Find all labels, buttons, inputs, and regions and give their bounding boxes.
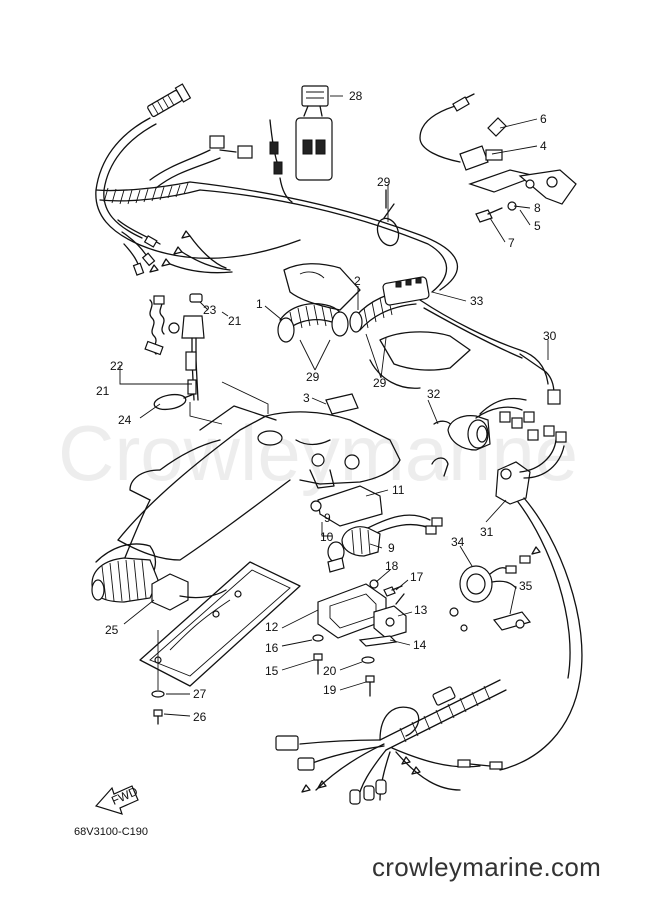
callout-27: 27 xyxy=(193,687,207,701)
part-3-pad xyxy=(325,393,359,415)
callout-17: 17 xyxy=(410,570,424,584)
part-16-washer xyxy=(312,634,324,642)
callout-26: 26 xyxy=(193,710,207,724)
callout-8: 8 xyxy=(534,201,541,215)
clip xyxy=(431,457,449,477)
part-14-plate xyxy=(358,635,398,647)
callout-25: 25 xyxy=(105,623,119,637)
part-13-bracket xyxy=(373,593,407,639)
callout-12: 12 xyxy=(265,620,279,634)
callout-19: 19 xyxy=(323,683,337,697)
callout-29: 29 xyxy=(306,370,320,384)
part-19-bolt xyxy=(365,675,375,697)
callout-35: 35 xyxy=(519,579,533,593)
part-35-bracket xyxy=(492,611,532,631)
main-harness xyxy=(95,83,458,293)
lower-harness xyxy=(275,679,507,805)
bracket-plate xyxy=(283,263,361,311)
callout-13: 13 xyxy=(414,603,428,617)
watermark-text: Crowleymarine xyxy=(58,409,578,497)
site-watermark[interactable]: crowleymarine.com xyxy=(372,852,602,882)
tray-plate xyxy=(139,561,301,687)
callout-33: 33 xyxy=(470,294,484,308)
callout-29: 29 xyxy=(377,175,391,189)
part-32-switch xyxy=(433,397,535,451)
callout-20: 20 xyxy=(323,664,337,678)
part-31-switch xyxy=(495,425,583,771)
part-9-10-key-switch xyxy=(327,514,443,573)
callout-24: 24 xyxy=(118,413,132,427)
part-30-connector xyxy=(547,389,561,405)
callout-34: 34 xyxy=(451,535,465,549)
callout-11: 11 xyxy=(392,483,405,497)
part-20-washer xyxy=(361,656,375,664)
connector-small xyxy=(209,135,225,149)
callout-22: 22 xyxy=(110,359,124,373)
connector-small xyxy=(237,145,253,159)
callout-10: 10 xyxy=(320,530,334,544)
part-4-6-sensor xyxy=(419,93,577,223)
callout-9: 9 xyxy=(388,541,395,555)
connector-large xyxy=(275,735,299,751)
callout-21: 21 xyxy=(228,314,242,328)
callout-9: 9 xyxy=(324,511,331,525)
callout-31: 31 xyxy=(480,525,494,539)
part-28-connector xyxy=(269,85,333,203)
callout-4: 4 xyxy=(540,139,547,153)
part-21-23-sensor xyxy=(144,293,205,401)
connector-medium xyxy=(297,757,315,771)
callout-30: 30 xyxy=(543,329,557,343)
part-34-buzzer xyxy=(449,546,541,632)
callout-1: 1 xyxy=(256,297,263,311)
callout-7: 7 xyxy=(508,236,515,250)
callout-16: 16 xyxy=(265,641,279,655)
leader-lines xyxy=(119,95,549,717)
callout-5: 5 xyxy=(534,219,541,233)
part-26-bolt xyxy=(153,709,163,725)
steering-housing xyxy=(91,381,401,603)
callout-21: 21 xyxy=(96,384,110,398)
callout-32: 32 xyxy=(427,387,441,401)
callout-29: 29 xyxy=(373,376,387,390)
callout-18: 18 xyxy=(385,559,399,573)
callout-labels: 28 6 4 29 8 5 7 2 33 1 23 21 30 22 29 29… xyxy=(96,89,557,724)
callout-3: 3 xyxy=(303,391,310,405)
callout-23: 23 xyxy=(203,303,217,317)
callout-2: 2 xyxy=(354,274,361,288)
callout-28: 28 xyxy=(349,89,363,103)
part-24-cable-tie xyxy=(153,393,195,411)
callout-6: 6 xyxy=(540,112,547,126)
part-25-switch xyxy=(151,573,227,611)
part-29-clamp xyxy=(376,189,400,247)
part-2-33-switch xyxy=(349,276,561,405)
callout-15: 15 xyxy=(265,664,279,678)
part-15-bolt xyxy=(313,653,323,675)
fwd-arrow-icon: FWD xyxy=(94,784,140,815)
part-27-washer xyxy=(151,690,165,698)
diagram-code: 68V3100-C190 xyxy=(74,826,149,838)
part-1-grommet xyxy=(277,303,349,343)
callout-14: 14 xyxy=(413,638,427,652)
